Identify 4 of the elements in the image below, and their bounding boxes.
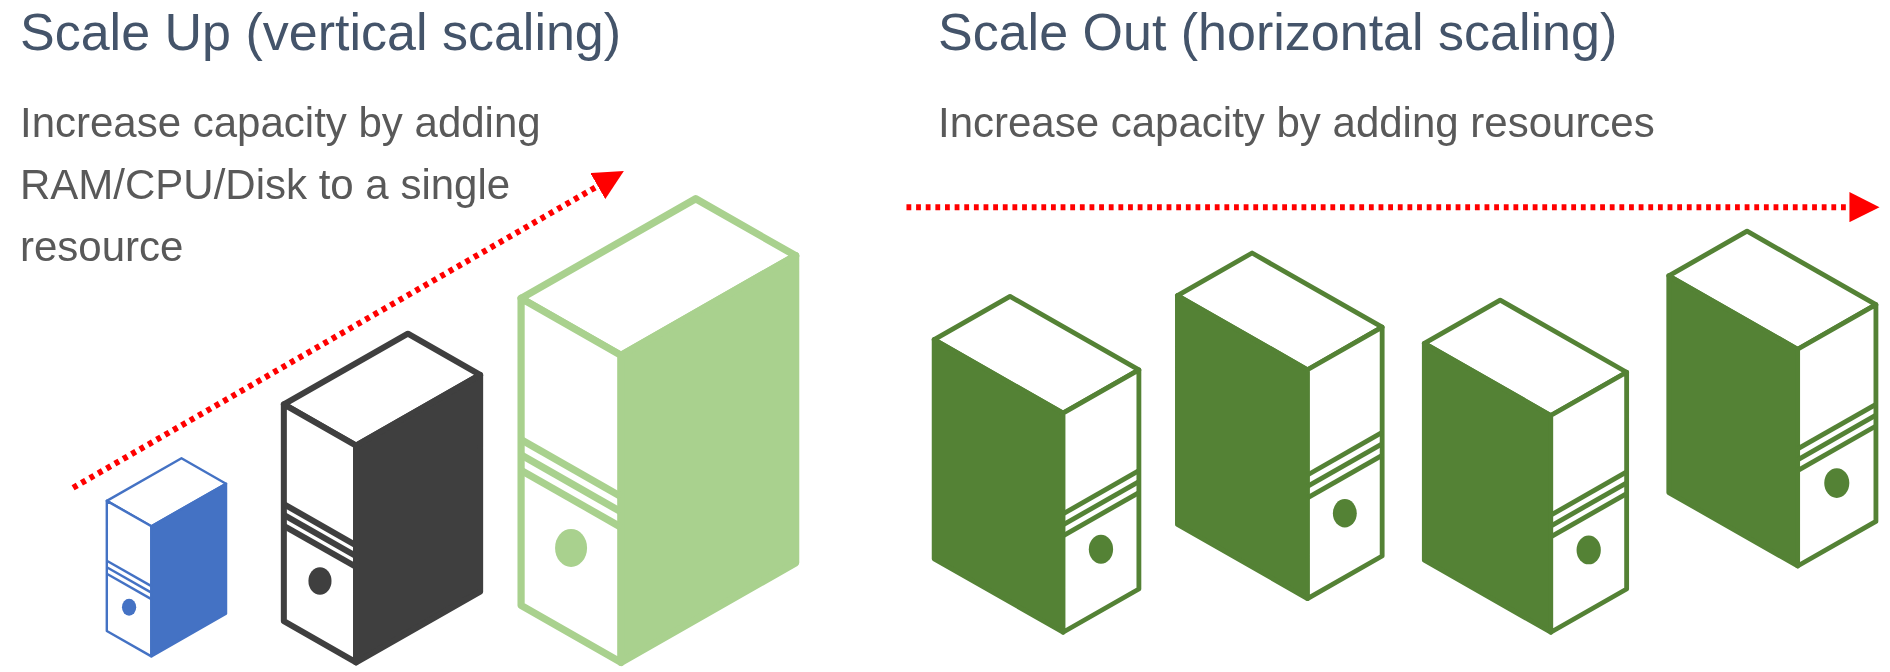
heading: Scale Up (vertical scaling) bbox=[20, 2, 622, 62]
description-text: Increase capacity by adding resources bbox=[938, 98, 1656, 148]
description-text: Increase capacity by adding RAM/CPU/Disk to a single resource bbox=[20, 98, 542, 272]
heading: Scale Out (horizontal scaling) bbox=[938, 2, 1618, 62]
